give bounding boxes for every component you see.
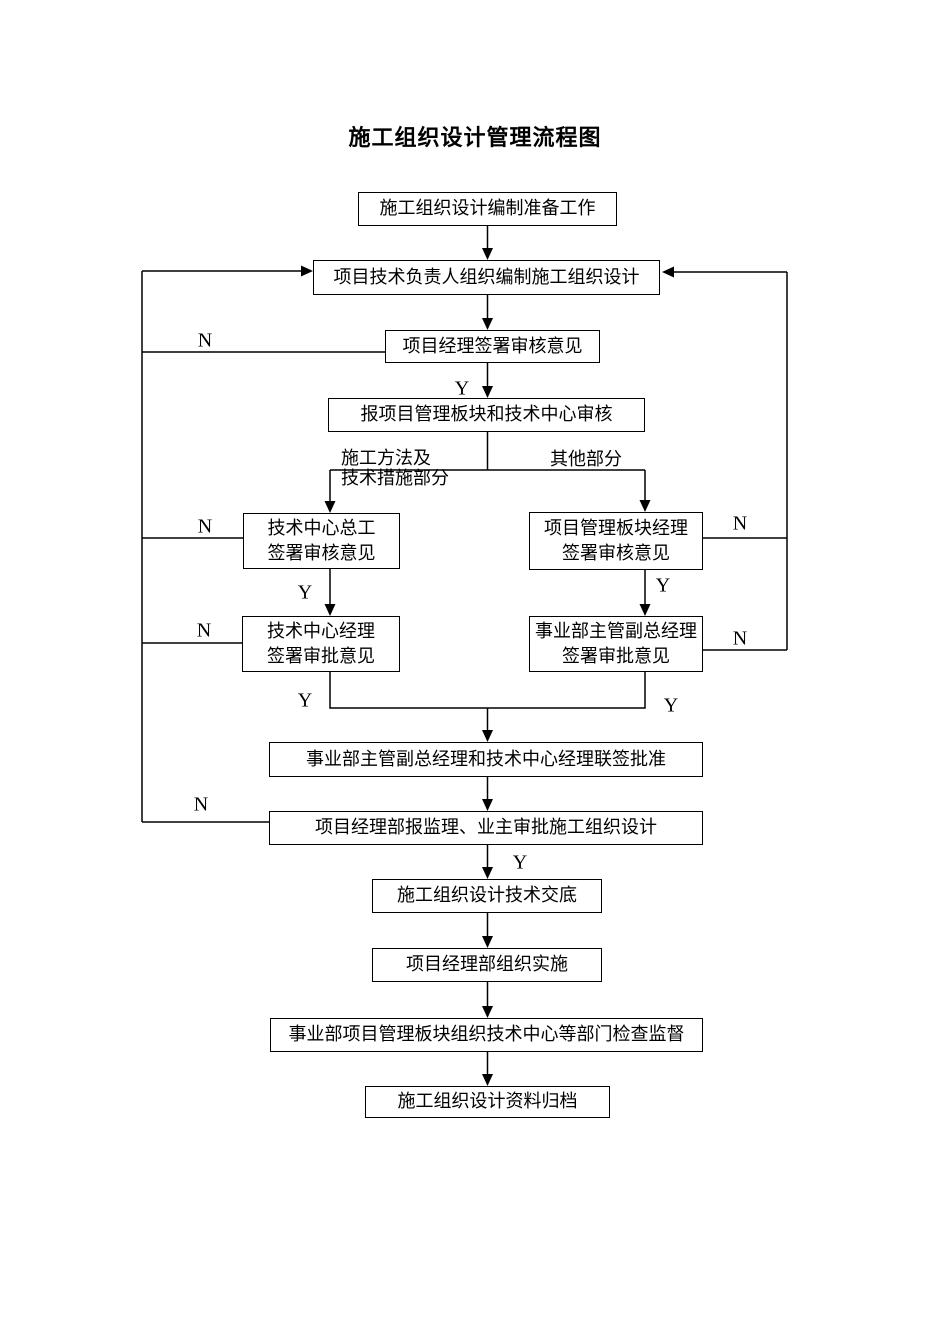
- node-submit-owner: 项目经理部报监理、业主审批施工组织设计: [269, 811, 703, 845]
- label-yes-pm-review: Y: [454, 377, 470, 400]
- node-tech-center-chief: 技术中心总工 签署审核意见: [243, 513, 400, 569]
- node-prepare: 施工组织设计编制准备工作: [358, 192, 617, 226]
- left-feedback-line: [141, 265, 385, 823]
- node-pmb-manager: 项目管理板块经理 签署审核意见: [529, 512, 703, 570]
- center-flow-lines: [324, 226, 651, 1086]
- label-no-pmb-manager: N: [732, 512, 748, 535]
- node-submit-review: 报项目管理板块和技术中心审核: [328, 398, 645, 432]
- label-no-tc-chief: N: [197, 515, 213, 538]
- label-no-pm-review: N: [197, 329, 213, 352]
- branch-label-method-line2: 技术措施部分: [341, 468, 449, 488]
- node-supervise: 事业部项目管理板块组织技术中心等部门检查监督: [270, 1018, 703, 1052]
- node-joint-approve: 事业部主管副总经理和技术中心经理联签批准: [269, 742, 703, 777]
- branch-label-method-line1: 施工方法及: [341, 448, 431, 468]
- node-tech-center-manager: 技术中心经理 签署审批意见: [242, 616, 400, 672]
- node-bu-deputy-gm: 事业部主管副总经理 签署审批意见: [529, 616, 703, 672]
- node-compile-design: 项目技术负责人组织编制施工组织设计: [313, 260, 660, 295]
- label-yes-pmb-manager: Y: [655, 574, 671, 597]
- branch-label-other: 其他部分: [550, 449, 622, 469]
- node-implement: 项目经理部组织实施: [372, 948, 602, 982]
- label-no-tc-manager: N: [196, 619, 212, 642]
- node-pm-review: 项目经理签署审核意见: [385, 330, 600, 363]
- page-title: 施工组织设计管理流程图: [348, 125, 602, 150]
- label-no-bu-deputy: N: [732, 627, 748, 650]
- label-no-submit-owner: N: [193, 793, 209, 816]
- node-archive: 施工组织设计资料归档: [365, 1086, 610, 1118]
- node-tech-disclosure: 施工组织设计技术交底: [372, 879, 602, 913]
- right-feedback-line: [662, 266, 788, 651]
- label-yes-tc-chief: Y: [297, 581, 313, 604]
- label-yes-tc-manager: Y: [297, 689, 313, 712]
- label-yes-bu-deputy: Y: [663, 694, 679, 717]
- label-yes-submit-owner: Y: [512, 851, 528, 874]
